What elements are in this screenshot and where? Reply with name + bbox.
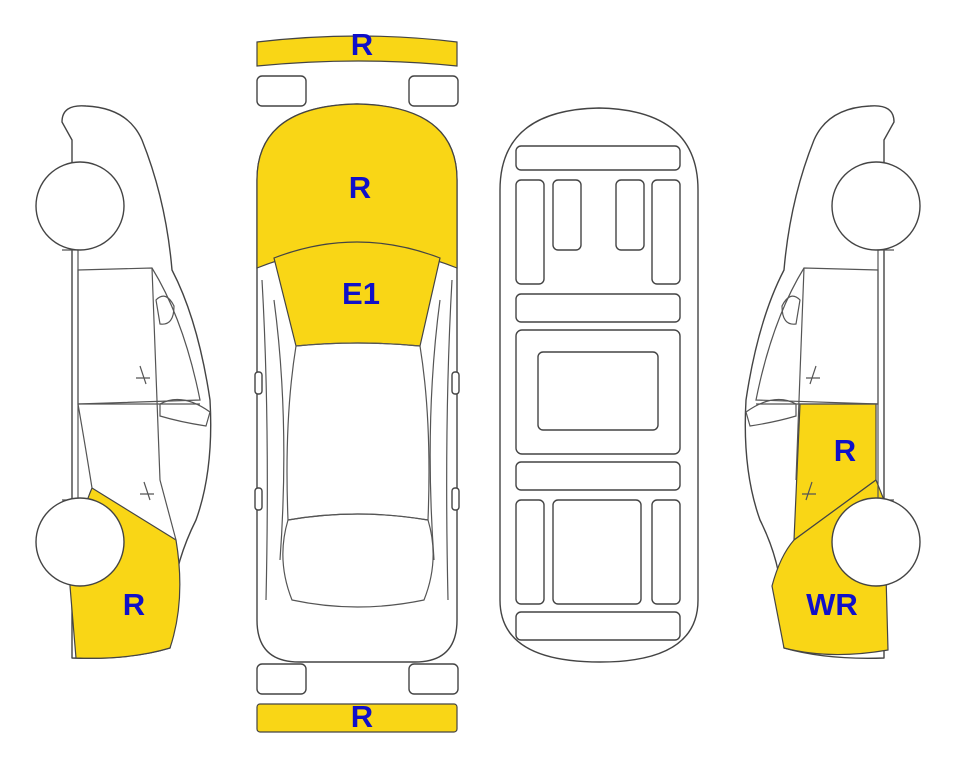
right-pillar [781, 295, 801, 325]
hood-label: R [349, 170, 371, 205]
front-left-light [256, 75, 307, 107]
left-door-line [78, 267, 200, 541]
right-rear-wheel [831, 497, 921, 587]
rear-right-light [408, 663, 459, 695]
left-front-wheel [35, 161, 125, 251]
right-door-handle [451, 487, 460, 511]
right-door-line [756, 267, 878, 481]
windshield-label: E1 [342, 276, 380, 311]
front-seat-bench [515, 293, 681, 323]
top-view: R R E1 R [254, 27, 460, 734]
left-front-seat [552, 179, 582, 251]
rear-left-light [256, 663, 307, 695]
left-front-seat-side [515, 179, 545, 285]
right-handle-1 [806, 365, 820, 385]
rear-center-seat [552, 499, 642, 605]
left-rear-door-line [77, 403, 93, 489]
rear-left-seat [515, 499, 545, 605]
right-front-seat [615, 179, 645, 251]
left-mirror [254, 371, 263, 395]
left-handle-1 [136, 365, 150, 385]
right-front-window [755, 267, 879, 405]
interior-view [499, 107, 699, 663]
front-bumper-label: R [351, 27, 373, 62]
left-side-contour [261, 279, 268, 601]
right-front-door-label: R [834, 433, 856, 468]
left-handle-2 [140, 481, 154, 501]
center-console [537, 351, 659, 431]
left-mirror-shape [159, 398, 211, 427]
trunk [515, 611, 681, 641]
dashboard [515, 145, 681, 171]
right-side-contour [446, 279, 453, 601]
left-rear-wheel [35, 497, 125, 587]
right-front-wheel [831, 161, 921, 251]
rear-seat-bench [515, 461, 681, 491]
left-pillar [155, 295, 175, 325]
rear-bumper-part[interactable] [256, 703, 458, 733]
left-rear-quarter-label: R [123, 587, 145, 622]
left-front-window [77, 267, 201, 405]
right-front-seat-side [651, 179, 681, 285]
left-inner-contour [273, 299, 285, 561]
right-handle-2 [802, 481, 816, 501]
front-right-light [408, 75, 459, 107]
right-mirror-shape [745, 398, 797, 427]
left-side-view: R [35, 105, 212, 659]
front-bumper-part[interactable] [256, 35, 458, 67]
right-front-fender-label: WR [806, 587, 858, 622]
left-door-handle [254, 487, 263, 511]
right-mirror [451, 371, 460, 395]
right-side-view: R WR [744, 105, 921, 659]
rear-bumper-label: R [351, 699, 373, 734]
rear-window-outline [282, 513, 434, 608]
right-inner-contour [429, 299, 441, 561]
rear-right-seat [651, 499, 681, 605]
